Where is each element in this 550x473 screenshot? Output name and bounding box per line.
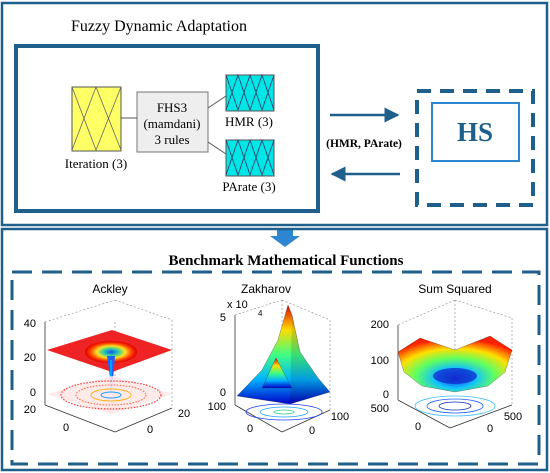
sum-squared-y-tick: 500 (504, 411, 522, 423)
ackley-z-tick: 40 (24, 318, 36, 330)
output1-label: HMR (3) (225, 114, 273, 129)
sum-squared-title: Sum Squared (418, 282, 491, 296)
arrow-label: (HMR, PArate) (326, 138, 402, 150)
hs-box (431, 102, 520, 162)
fis-system-box (136, 91, 209, 153)
zakharov-y-tick: 0 (309, 425, 315, 437)
fis-system-line-1: FHS3 (157, 100, 187, 115)
fis-system-line-3: 3 rules (154, 132, 189, 147)
zakharov-y-tick: 100 (331, 411, 349, 423)
ackley-x-tick: 20 (24, 404, 36, 416)
sum-squared-z-tick: 200 (371, 319, 389, 331)
output1-membership-icon (225, 73, 275, 112)
bottom-section-frame (0, 227, 549, 472)
connector-output2 (207, 141, 227, 155)
ackley-z-tick: 0 (30, 387, 36, 399)
connector-output1 (207, 95, 227, 109)
sum-squared-z-tick: 100 (371, 355, 389, 367)
zakharov-plot: Zakharov x 10 4 5 0 100 0 100 0 (208, 282, 350, 437)
zakharov-x-tick: 0 (247, 423, 253, 435)
hs-label: HS (457, 117, 493, 147)
ackley-x-tick: 0 (63, 422, 69, 434)
top-section-frame (0, 1, 549, 227)
input-label: Iteration (3) (65, 156, 127, 171)
hs-dashed-frame (415, 89, 535, 207)
ackley-y-tick: 0 (147, 424, 153, 436)
output2-label: PArate (3) (222, 179, 275, 194)
zakharov-x-tick: 100 (208, 401, 226, 413)
fis-frame (14, 44, 320, 213)
zakharov-title: Zakharov (241, 282, 291, 296)
down-arrow-icon (270, 228, 300, 247)
output2-membership-icon (225, 138, 275, 177)
zakharov-z-tick: 0 (220, 387, 226, 399)
sum-squared-y-tick: 0 (487, 423, 493, 435)
sum-squared-plot: Sum Squared 200 100 0 500 0 500 0 (371, 282, 523, 435)
zakharov-z-tick: 5 (220, 312, 226, 324)
bottom-section-title: Benchmark Mathematical Functions (169, 253, 404, 269)
ackley-plot: Ackley 40 20 0 20 0 20 0 (24, 282, 190, 436)
zakharov-exponent: 4 (258, 309, 263, 318)
top-section-title: Fuzzy Dynamic Adaptation (71, 18, 247, 35)
ackley-title: Ackley (92, 282, 127, 296)
fis-system-line-2: (mamdani) (143, 116, 200, 131)
zakharov-exponent-base: x 10 (227, 299, 248, 311)
input-membership-icon (71, 85, 122, 152)
sum-squared-z-tick: 0 (383, 389, 389, 401)
sum-squared-x-tick: 500 (371, 403, 389, 415)
ackley-z-tick: 20 (24, 352, 36, 364)
ackley-y-tick: 20 (178, 408, 190, 420)
sum-squared-x-tick: 0 (415, 421, 421, 433)
